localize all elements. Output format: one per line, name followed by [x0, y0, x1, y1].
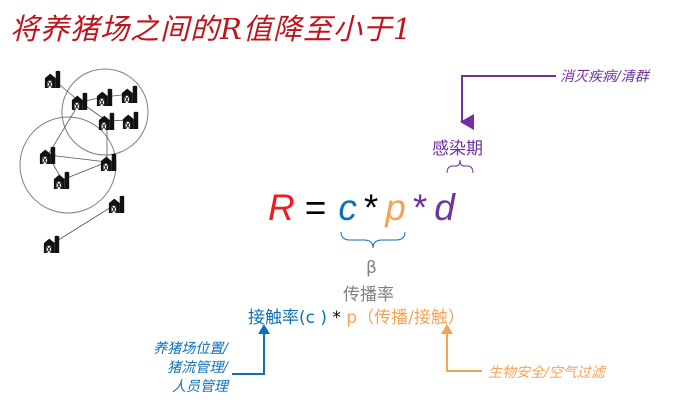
r-formula: R=c*p*d: [268, 187, 455, 229]
formula-p: p: [385, 187, 406, 228]
c-measure-note: 养猪场位置/ 猪流管理/ 人员管理: [112, 340, 228, 397]
d-measure-note: 消灭疾病/清群: [560, 69, 649, 85]
farm-icons: [39, 70, 139, 253]
barn-icon: [96, 88, 113, 106]
barn-icon: [44, 70, 61, 88]
barn-icon: [100, 153, 117, 171]
p-transmission-label: p（传播/接触）: [346, 308, 465, 328]
contact-rate-c: (c ): [299, 308, 328, 328]
transmission-rate-label: 传播率: [343, 285, 394, 305]
d-measure-arrow: [460, 75, 556, 130]
contact-rate-prefix: 接触率: [248, 308, 299, 328]
farm-connections: [47, 79, 131, 245]
contact-rate-line: 接触率(c ) * p（传播/接触）: [248, 303, 465, 328]
formula-times-2: *: [412, 187, 428, 228]
cp-brace: [340, 231, 406, 249]
formula-equals: =: [304, 187, 327, 228]
p-measure-note: 生物安全/空气过滤: [488, 365, 605, 381]
beta-label: β: [366, 258, 377, 278]
d-brace: [446, 159, 474, 174]
c-measure-arrow: [232, 330, 265, 375]
formula-times-1: *: [363, 187, 379, 228]
page-title: 将养猪场之间的R值降至小于1: [10, 12, 413, 46]
farm-cluster-circle-1: [61, 68, 149, 156]
infection-period-label: 感染期: [432, 139, 483, 159]
barn-icon: [39, 146, 56, 164]
barn-icon: [121, 85, 138, 103]
p-measure-arrow: [446, 330, 482, 372]
barn-icon: [71, 92, 88, 110]
formula-d: d: [434, 187, 455, 228]
formula-r: R: [268, 187, 295, 228]
barn-icon: [43, 235, 60, 253]
barn-icon: [108, 195, 125, 213]
barn-icon: [122, 111, 139, 129]
c-measure-line-1: 养猪场位置/: [153, 341, 228, 357]
p-measure-arrowhead: [441, 324, 453, 334]
formula-c: c: [338, 187, 357, 228]
c-measure-line-3: 人员管理: [172, 379, 228, 395]
c-measure-arrowhead: [258, 324, 270, 334]
contact-rate-times: *: [332, 308, 341, 328]
barn-icon: [53, 171, 70, 189]
c-measure-line-2: 猪流管理/: [167, 360, 228, 376]
barn-icon: [98, 112, 115, 130]
